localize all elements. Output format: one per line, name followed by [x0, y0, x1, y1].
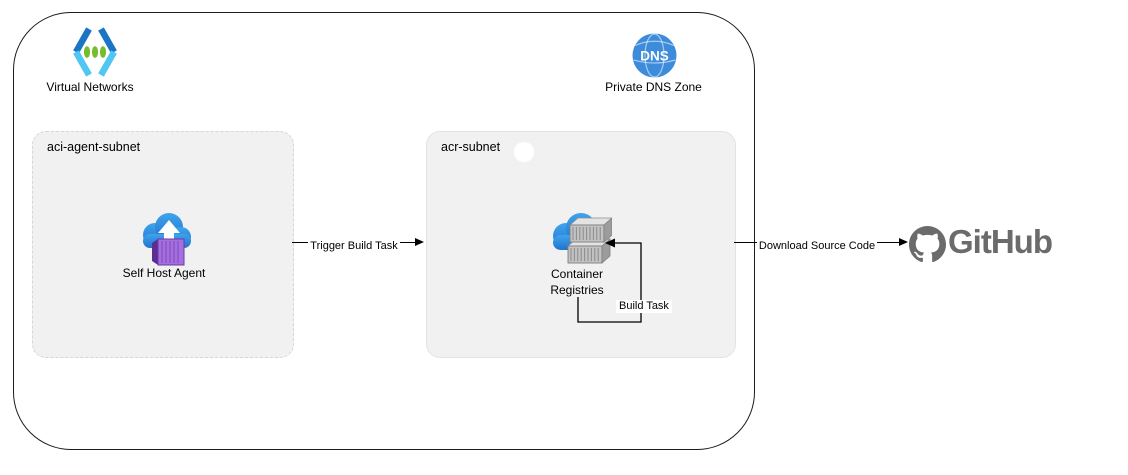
container-registries-icon — [553, 213, 612, 264]
self-host-agent-label: Self Host Agent — [122, 266, 206, 280]
container-registries-label-line1: Container — [550, 267, 604, 281]
download-source-code-label-wrap: Download Source Code — [734, 236, 900, 254]
build-task-arrowhead-icon — [605, 238, 615, 248]
self-host-agent-icon — [143, 213, 191, 266]
subnet-aci-agent-label: aci-agent-subnet — [47, 140, 141, 154]
dns-icon-text: DNS — [640, 49, 669, 64]
build-task-loop — [577, 238, 642, 323]
trigger-build-task-arrowhead-icon — [415, 238, 424, 246]
private-dns-zone-icon: DNS — [632, 33, 677, 78]
private-dns-zone-label: Private DNS Zone — [605, 80, 702, 94]
github-icon — [909, 226, 946, 263]
container-registries-label-line2: Registries — [550, 283, 604, 297]
download-source-code-label: Download Source Code — [756, 240, 878, 253]
trigger-build-task-label-wrap: Trigger Build Task — [292, 236, 416, 254]
trigger-build-task-label: Trigger Build Task — [308, 240, 400, 253]
private-endpoint-dot — [514, 142, 534, 162]
virtual-networks-icon — [73, 27, 117, 77]
container-cube — [152, 238, 185, 266]
subnet-acr-label: acr-subnet — [441, 140, 501, 154]
virtual-network-boundary — [13, 12, 755, 450]
download-source-code-arrowhead-icon — [899, 238, 908, 246]
build-task-label: Build Task — [616, 300, 672, 313]
shipping-containers — [566, 217, 612, 264]
github-wordmark: GitHub — [948, 223, 1053, 260]
virtual-networks-label: Virtual Networks — [46, 80, 134, 94]
container-registries-label: Container Registries — [527, 266, 627, 298]
